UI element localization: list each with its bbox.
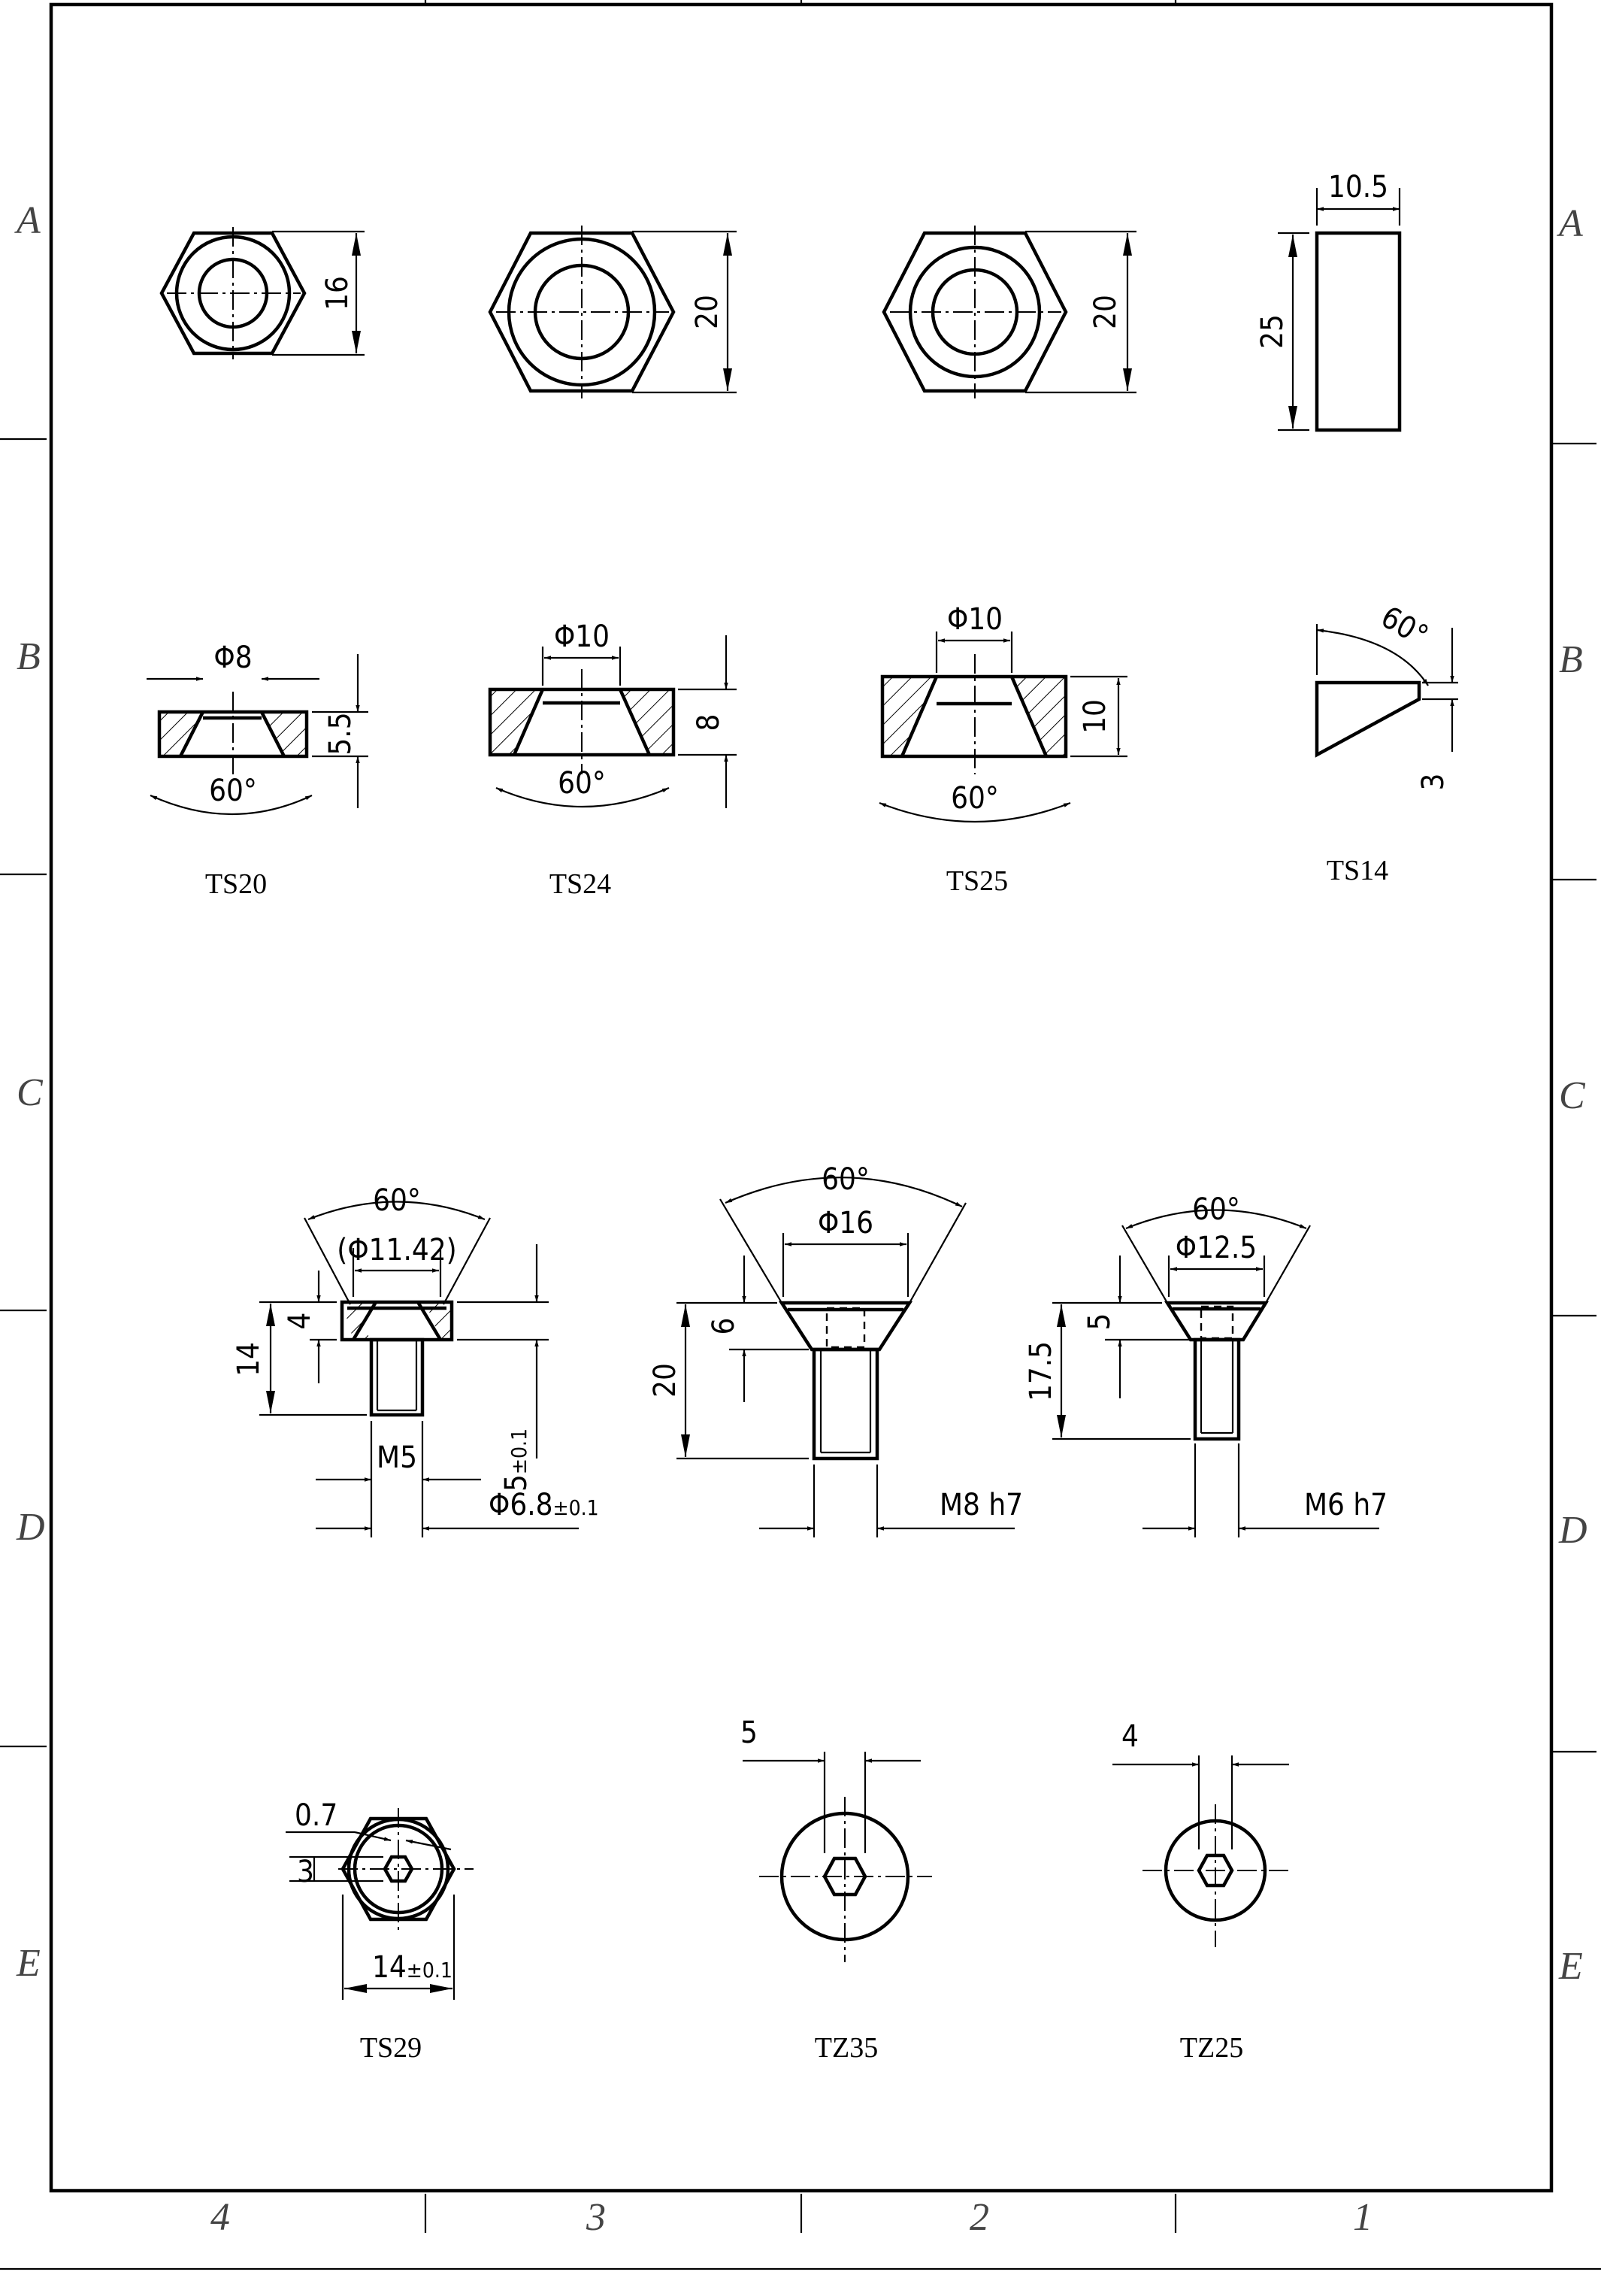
zone-row-e-left: E [16,1942,41,1985]
ts14-angle-dim: 60° [1375,600,1433,654]
screw-1-thread-dim: M5 [377,1440,417,1475]
screw-1-tol-len-dim: 5±0.1 [499,1428,534,1492]
screw-1-shank-value: Φ6.8 [489,1488,553,1522]
zone-row-b-right: B [1559,638,1583,681]
ts29-wall-dim: 0.7 [295,1798,337,1833]
screw-3-head-dia-dim: Φ12.5 [1176,1231,1257,1265]
ts24-width-dim: 20 [690,295,725,329]
screw-2-angle-dim: 60° [822,1162,870,1197]
screw-2-head-h-dim: 6 [707,1318,741,1335]
screw-2-height-dim: 20 [648,1363,682,1398]
tz35-hex-dim: 5 [740,1716,758,1750]
ts14-height-dim: 25 [1255,314,1290,349]
tz25-label: TZ25 [1180,2032,1243,2064]
ts20-angle-dim: 60° [209,774,257,808]
ts25-section-view: Φ10 10 60° [879,602,1127,823]
ts29-hex-dim: 3 [297,1855,314,1889]
ts24-section-view: Φ10 8 60° [488,619,737,808]
ts24-depth-dim: 8 [692,714,726,732]
tz25-end-view: 4 [1112,1719,1289,1947]
tz35-label: TZ35 [815,2032,878,2064]
zone-col-3: 3 [586,2196,606,2239]
screw-1-shank-tol: ±0.1 [553,1495,599,1520]
zone-row-c-right: C [1559,1074,1586,1117]
zone-labels: A B C D E A B C D E 4 3 2 1 [14,199,1587,2239]
ts25-hex-top-view: 20 [882,226,1136,398]
ts25-width-dim: 20 [1088,295,1123,329]
ts14-label: TS14 [1327,855,1388,886]
screw-2-side-view: 60° Φ16 6 20 M8 h7 [648,1162,1023,1537]
zone-row-e-right: E [1558,1945,1583,1988]
zone-row-a-right: A [1557,202,1583,245]
ts24-label: TS24 [549,868,611,900]
tz25-hex-dim: 4 [1121,1719,1139,1754]
zone-col-2: 2 [970,2196,989,2239]
screw-2-head-dia-dim: Φ16 [818,1206,873,1240]
ts25-depth-dim: 10 [1078,699,1112,734]
ts14-rect-top-view: 10.5 25 [1255,170,1402,432]
ts29-af-tol: ±0.1 [407,1958,452,1982]
ts24-hex-top-view: 20 [488,226,737,398]
ts24-angle-dim: 60° [558,766,606,801]
screw-1-height-dim: 14 [232,1342,266,1377]
zone-row-b-left: B [17,635,41,678]
zone-col-1: 1 [1353,2196,1373,2239]
screw-3-side-view: 60° Φ12.5 5 17.5 M6 h7 [1024,1192,1388,1537]
ts20-depth-dim: 5.5 [323,712,358,755]
screw-1-shank-dim: Φ6.8±0.1 [489,1488,599,1522]
ts14-side-view: 60° 3 [1315,600,1458,791]
ts20-width-dim: 16 [320,276,355,310]
ts25-label: TS25 [946,865,1008,897]
zone-row-c-left: C [17,1071,44,1114]
screw-3-angle-dim: 60° [1192,1192,1240,1227]
screw-1-head-h-dim: 4 [283,1313,317,1330]
ts20-bore-dim: Φ8 [213,641,252,675]
ts29-hex-end-view: 0.7 3 14±0.1 [286,1798,474,2000]
screw-1-tol-len-tol: ±0.1 [507,1428,531,1474]
zone-row-d-left: D [16,1506,45,1549]
zone-row-a-left: A [14,199,41,242]
screw-2-thread-dim: M8 h7 [940,1488,1023,1522]
ts29-af-value: 14 [372,1950,407,1985]
ts20-section-view: Φ8 5.5 60° [147,641,368,816]
tz35-end-view: 5 [740,1716,932,1962]
zone-col-4: 4 [210,2196,230,2239]
screw-1-angle-dim: 60° [373,1183,421,1218]
screw-1-side-view: 60° (Φ11.42) 4 14 5±0.1 M5 Φ6.8±0.1 [232,1183,599,1537]
screw-1-tol-len-value: 5 [499,1474,534,1492]
ts20-label: TS20 [205,868,267,900]
ts29-label: TS29 [360,2032,422,2064]
ts14-width-dim: 10.5 [1328,170,1388,204]
ts29-af-dim: 14±0.1 [372,1950,452,1985]
screw-3-thread-dim: M6 h7 [1304,1488,1388,1522]
screw-1-head-dia-dim: (Φ11.42) [337,1233,456,1268]
ts25-angle-dim: 60° [951,781,999,816]
ts24-bore-dim: Φ10 [554,619,610,654]
ts25-bore-dim: Φ10 [947,602,1003,637]
screw-3-head-h-dim: 5 [1082,1313,1117,1331]
ts20-hex-top-view: 16 [159,227,365,359]
zone-row-d-right: D [1558,1509,1587,1552]
ts14-tip-dim: 3 [1416,774,1451,791]
screw-3-height-dim: 17.5 [1024,1341,1058,1401]
